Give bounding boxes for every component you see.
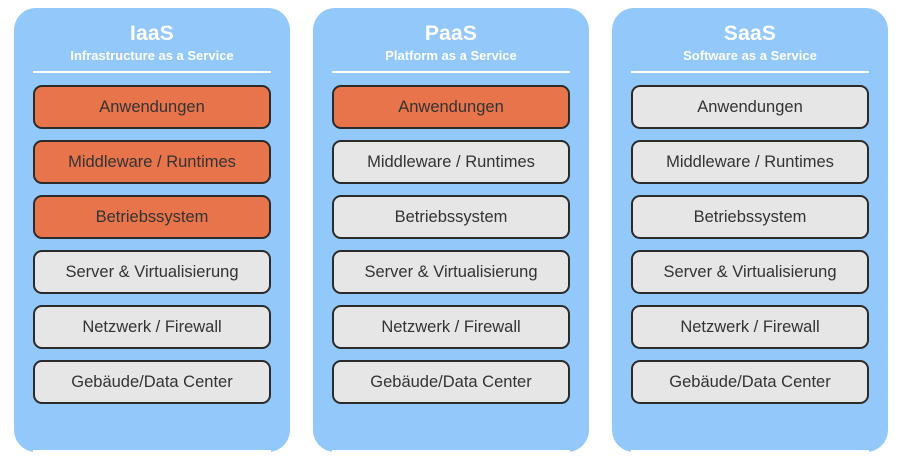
- layer-paas-server-virtualisierung[interactable]: Server & Virtualisierung: [332, 250, 570, 294]
- panel-title-saas: SaaS: [723, 22, 777, 45]
- layer-iaas-netzwerk-firewall[interactable]: Netzwerk / Firewall: [33, 305, 271, 349]
- panel-subtitle-saas: Software as a Service: [683, 48, 817, 63]
- layer-paas-netzwerk-firewall[interactable]: Netzwerk / Firewall: [332, 305, 570, 349]
- layer-stack-saas: Anwendungen Middleware / Runtimes Betrie…: [631, 73, 869, 441]
- footer-divider-saas: [631, 450, 869, 452]
- layer-stack-iaas: Anwendungen Middleware / Runtimes Betrie…: [33, 73, 271, 441]
- panel-saas: SaaS Software as a Service Anwendungen M…: [612, 8, 888, 452]
- panel-header-paas: PaaS Platform as a Service: [332, 8, 570, 64]
- layer-iaas-anwendungen[interactable]: Anwendungen: [33, 85, 271, 129]
- layer-saas-netzwerk-firewall[interactable]: Netzwerk / Firewall: [631, 305, 869, 349]
- panel-title-paas: PaaS: [424, 22, 478, 45]
- layer-paas-middleware-runtimes[interactable]: Middleware / Runtimes: [332, 140, 570, 184]
- layer-saas-server-virtualisierung[interactable]: Server & Virtualisierung: [631, 250, 869, 294]
- header-divider-saas: [631, 71, 869, 73]
- panel-subtitle-paas: Platform as a Service: [385, 48, 517, 63]
- panel-paas: PaaS Platform as a Service Anwendungen M…: [313, 8, 589, 452]
- footer-divider-paas: [332, 450, 570, 452]
- panel-header-iaas: IaaS Infrastructure as a Service: [33, 8, 271, 64]
- layer-iaas-gebaeude-data-center[interactable]: Gebäude/Data Center: [33, 360, 271, 404]
- header-divider-iaas: [33, 71, 271, 73]
- layer-iaas-betriebssystem[interactable]: Betriebssystem: [33, 195, 271, 239]
- layer-saas-anwendungen[interactable]: Anwendungen: [631, 85, 869, 129]
- layer-paas-betriebssystem[interactable]: Betriebssystem: [332, 195, 570, 239]
- panel-title-iaas: IaaS: [130, 22, 174, 45]
- panel-subtitle-iaas: Infrastructure as a Service: [70, 48, 234, 63]
- layer-saas-gebaeude-data-center[interactable]: Gebäude/Data Center: [631, 360, 869, 404]
- footer-divider-iaas: [33, 450, 271, 452]
- layer-iaas-middleware-runtimes[interactable]: Middleware / Runtimes: [33, 140, 271, 184]
- layer-iaas-server-virtualisierung[interactable]: Server & Virtualisierung: [33, 250, 271, 294]
- panel-header-saas: SaaS Software as a Service: [631, 8, 869, 64]
- layer-paas-gebaeude-data-center[interactable]: Gebäude/Data Center: [332, 360, 570, 404]
- layer-stack-paas: Anwendungen Middleware / Runtimes Betrie…: [332, 73, 570, 441]
- layer-saas-middleware-runtimes[interactable]: Middleware / Runtimes: [631, 140, 869, 184]
- panel-iaas: IaaS Infrastructure as a Service Anwendu…: [14, 8, 290, 452]
- layer-paas-anwendungen[interactable]: Anwendungen: [332, 85, 570, 129]
- layer-saas-betriebssystem[interactable]: Betriebssystem: [631, 195, 869, 239]
- header-divider-paas: [332, 71, 570, 73]
